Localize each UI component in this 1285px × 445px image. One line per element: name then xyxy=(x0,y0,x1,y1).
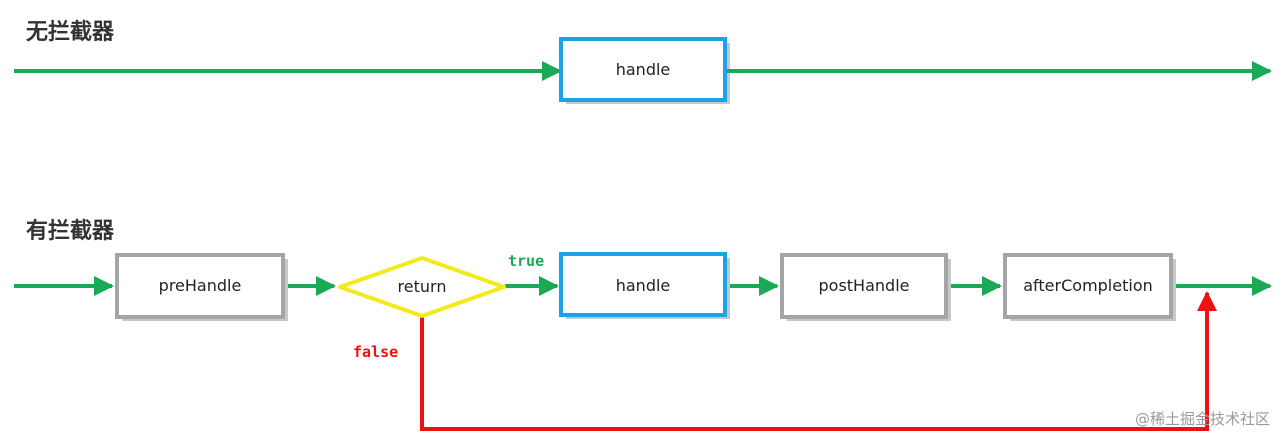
posthandle-box xyxy=(780,253,948,319)
prehandle-label: preHandle xyxy=(159,276,242,295)
prehandle-box xyxy=(115,253,285,319)
watermark-text: @稀土掘金技术社区 xyxy=(1135,410,1270,428)
handle-box-bottom xyxy=(559,252,727,317)
false-branch-label: false xyxy=(353,343,398,361)
posthandle-label: postHandle xyxy=(819,276,910,295)
handle-label-top: handle xyxy=(616,60,671,79)
aftercompletion-label: afterCompletion xyxy=(1023,276,1153,295)
aftercompletion-box xyxy=(1003,253,1173,319)
true-branch-label: true xyxy=(508,252,544,270)
handle-box-top xyxy=(559,37,727,102)
section-title-with-interceptor: 有拦截器 xyxy=(26,218,115,244)
return-decision-diamond xyxy=(338,256,506,318)
false-branch-path xyxy=(420,291,1217,431)
handle-label-bottom: handle xyxy=(616,276,671,295)
section-title-no-interceptor: 无拦截器 xyxy=(26,20,115,45)
return-label: return xyxy=(398,277,447,296)
